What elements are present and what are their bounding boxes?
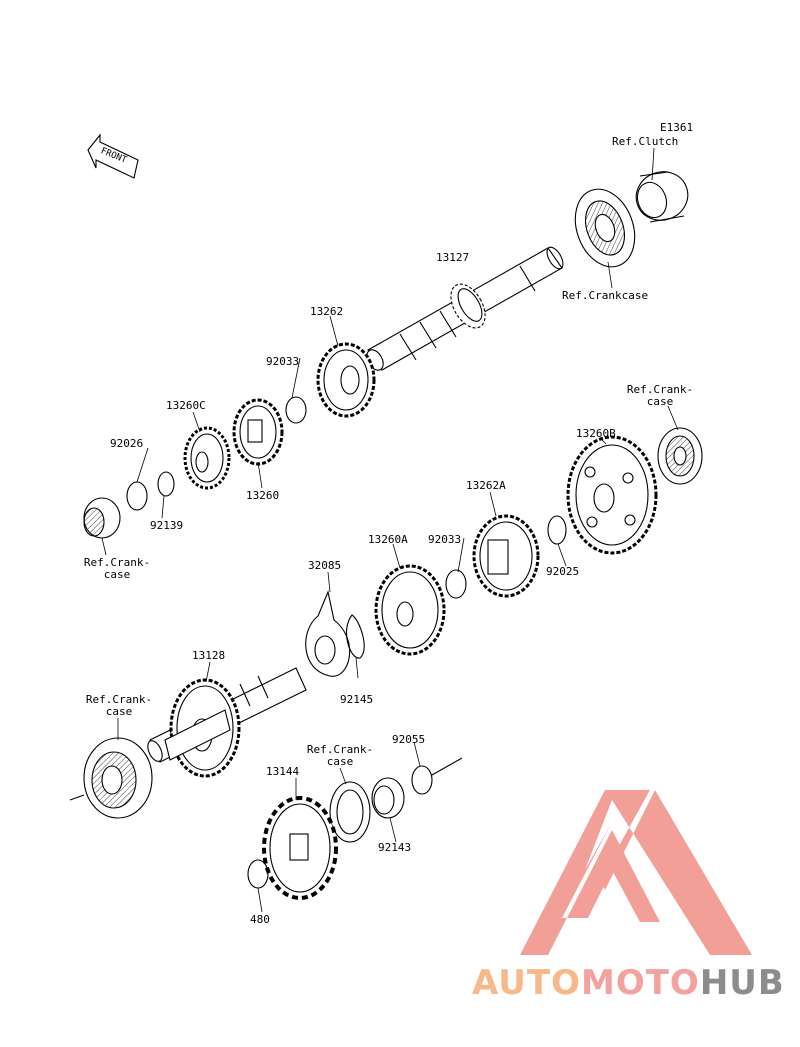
bearing-ref-crankcase-lower-left — [69, 737, 153, 819]
shaft-13127 — [366, 246, 564, 371]
bearing-ref-crankcase-right — [657, 427, 703, 485]
watermark-text: AUTOMOTOHUB — [472, 963, 785, 1003]
label-92026: 92026 — [110, 437, 144, 450]
watermark-part-moto: MOTO — [580, 963, 700, 1003]
shaft-13128 — [147, 667, 307, 778]
gear-13260B — [566, 435, 658, 555]
label-92033-a: 92033 — [266, 355, 300, 368]
watermark-part-hub: HUB — [699, 963, 785, 1003]
label-ref-clutch: Ref.Clutch — [612, 135, 679, 148]
label-92025: 92025 — [546, 565, 580, 578]
bearing-ref-crankcase-left — [83, 497, 121, 539]
label-ref-crankcase-right: Ref.Crank- case — [626, 383, 694, 408]
circlip-92025 — [547, 515, 567, 545]
pin-92145 — [346, 614, 365, 659]
label-13260C: 13260C — [166, 399, 206, 412]
circlip-92033-a — [285, 396, 307, 424]
bearing-ref-crankcase-top — [574, 188, 636, 268]
gear-13260A — [374, 564, 446, 656]
bushing-92139 — [157, 471, 175, 497]
label-92033-b: 92033 — [428, 533, 462, 546]
sprocket-13144 — [262, 796, 338, 900]
circlip-92033-b — [445, 569, 467, 599]
label-13128: 13128 — [192, 649, 226, 662]
label-13262A: 13262A — [466, 479, 506, 492]
label-92145: 92145 — [340, 693, 374, 706]
label-92143: 92143 — [378, 841, 412, 854]
label-13127: 13127 — [436, 251, 470, 264]
gear-13262A — [472, 514, 540, 598]
label-13260: 13260 — [246, 489, 280, 502]
watermark-part-auto: AUTO — [472, 963, 581, 1003]
gear-13260 — [232, 398, 284, 466]
label-ref-crankcase-left: Ref.Crank- case — [83, 556, 151, 581]
gear-13260C — [183, 426, 231, 490]
label-92139: 92139 — [150, 519, 184, 532]
label-13144: 13144 — [266, 765, 300, 778]
label-13260A: 13260A — [368, 533, 408, 546]
washer-92026 — [126, 481, 148, 511]
bearing-ref-clutch — [635, 171, 689, 223]
label-ref-crankcase-top: Ref.Crankcase — [562, 289, 649, 302]
label-13262: 13262 — [310, 305, 344, 318]
seal-ref-crankcase-lower-mid — [329, 781, 371, 843]
diagram-code: E1361 — [660, 121, 694, 134]
label-480: 480 — [250, 913, 270, 926]
plate-32085 — [305, 590, 351, 677]
gear-13262 — [316, 342, 376, 418]
label-13260B: 13260B — [576, 427, 616, 440]
circlip-480 — [247, 859, 269, 889]
o-ring-92055 — [411, 765, 433, 795]
front-arrow-icon — [87, 133, 139, 179]
label-92055: 92055 — [392, 733, 426, 746]
label-ref-crankcase-lower-left: Ref.Crank- case — [85, 693, 153, 718]
leader-lines — [101, 147, 679, 913]
label-ref-crankcase-lower-mid: Ref.Crank- case — [306, 743, 374, 768]
collar-92143 — [371, 777, 405, 819]
label-32085: 32085 — [308, 559, 342, 572]
watermark-logo — [520, 790, 752, 955]
